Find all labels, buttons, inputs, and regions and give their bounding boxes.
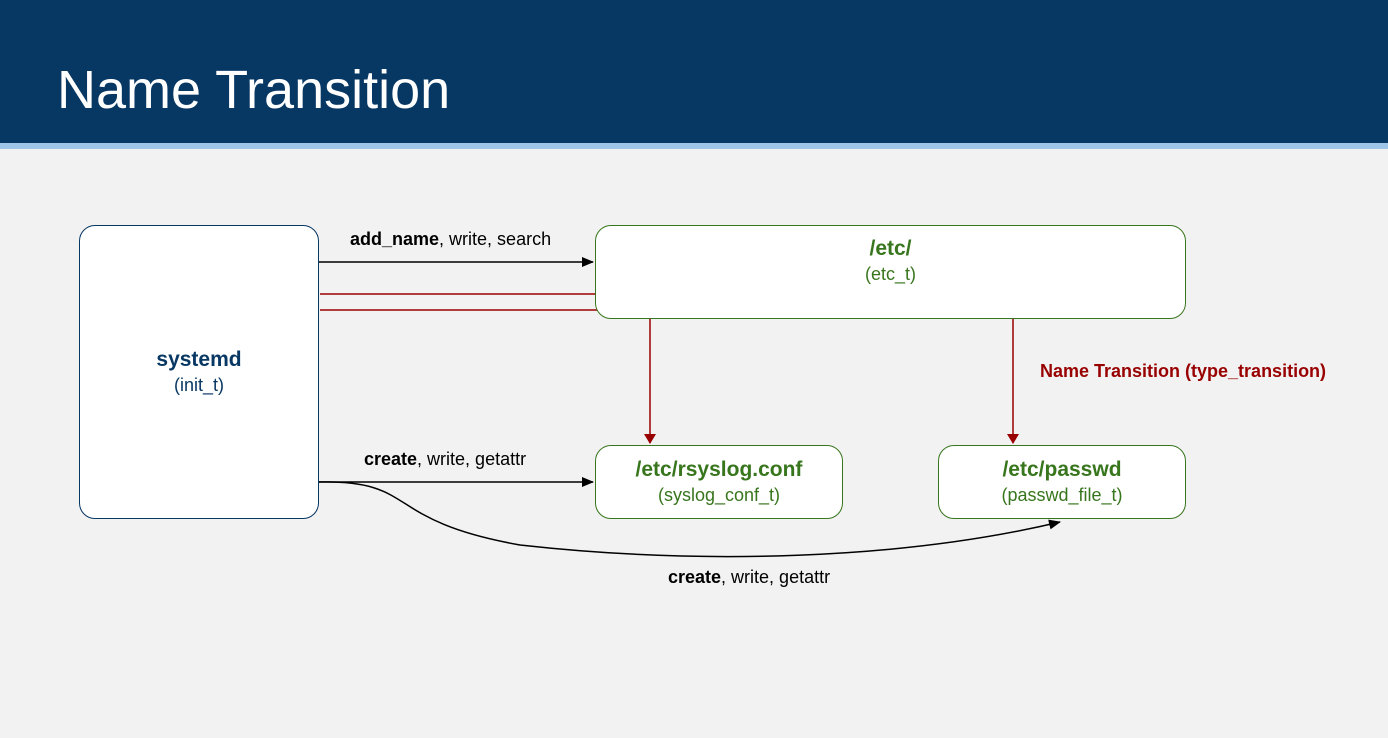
edge-label-passwd: create, write, getattr: [668, 567, 831, 587]
page-title: Name Transition: [57, 60, 451, 120]
node-passwd-name: /etc/passwd: [1002, 458, 1122, 481]
transition-edge-rsyslog: [320, 309, 656, 444]
node-etc: /etc/ (etc_t): [595, 225, 1186, 319]
edge-label-etc: add_name, write, search: [350, 229, 552, 249]
node-passwd: /etc/passwd (passwd_file_t): [938, 445, 1186, 519]
header-bar: [0, 0, 1388, 143]
edge-label-rsyslog: create, write, getattr: [364, 449, 527, 469]
node-rsyslog-type: (syslog_conf_t): [657, 485, 781, 505]
node-passwd-type: (passwd_file_t): [1001, 485, 1123, 505]
node-systemd-name: systemd: [156, 348, 242, 371]
node-systemd: systemd (init_t): [79, 225, 319, 519]
node-rsyslog-name: /etc/rsyslog.conf: [635, 458, 803, 481]
header-rule: [0, 143, 1388, 149]
edge-systemd-passwd: [317, 481, 1061, 558]
transition-label: Name Transition (type_transition): [1040, 361, 1327, 381]
node-etc-type: (etc_t): [864, 264, 916, 284]
node-etc-name: /etc/: [869, 237, 912, 260]
node-rsyslog: /etc/rsyslog.conf (syslog_conf_t): [595, 445, 843, 519]
node-systemd-type: (init_t): [173, 375, 224, 395]
